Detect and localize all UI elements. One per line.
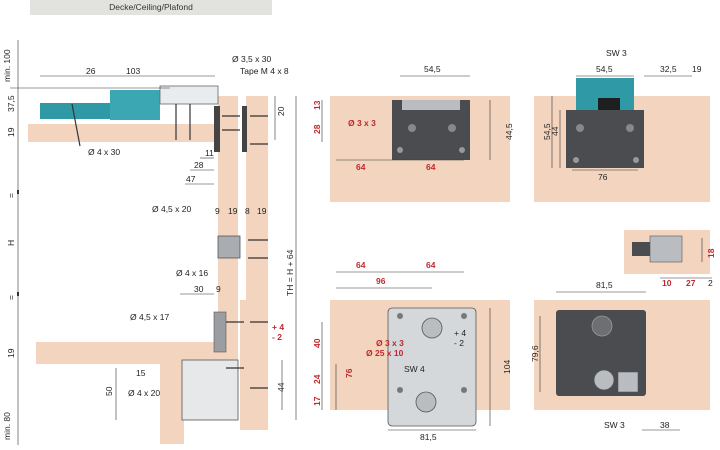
bm-phi25: Ø 25 x 10 <box>366 348 404 358</box>
label-19-top: 19 <box>6 127 16 137</box>
side-panel-top <box>218 96 238 366</box>
label-phi35: Ø 3,5 x 30 <box>232 54 271 64</box>
tr-19: 19 <box>692 64 702 74</box>
mid-right-view: 18 10 27 2 <box>624 230 716 288</box>
bm-pm4: + 4 <box>454 328 466 338</box>
br-sw3: SW 3 <box>604 420 625 430</box>
bm-76: 76 <box>344 368 354 378</box>
bm-40: 40 <box>312 338 322 348</box>
tm-28: 28 <box>312 124 322 134</box>
teal-mechanism <box>40 103 110 119</box>
tm-64b: 64 <box>426 162 436 172</box>
tm-phi33: Ø 3 x 3 <box>348 118 376 128</box>
bm-17: 17 <box>312 396 322 406</box>
bm-sw4: SW 4 <box>404 364 425 374</box>
label-min80: min. 80 <box>2 412 12 440</box>
label-375: 37,5 <box>6 95 16 112</box>
label-19b: 19 <box>228 206 238 216</box>
br-38: 38 <box>660 420 670 430</box>
grey-plate-bottom-middle <box>387 307 477 427</box>
br-815: 81,5 <box>596 280 613 290</box>
top-bracket <box>159 85 219 105</box>
label-h: H <box>6 240 16 246</box>
label-50: 50 <box>104 386 114 396</box>
tm-445: 44,5 <box>504 123 514 140</box>
bm-pm2: - 2 <box>454 338 464 348</box>
dark-strip <box>214 106 220 152</box>
mr-27: 27 <box>686 278 696 288</box>
middle-bracket <box>217 235 241 259</box>
label-103: 103 <box>126 66 140 76</box>
mr-18: 18 <box>706 248 716 258</box>
label-26: 26 <box>86 66 96 76</box>
teal-mechanism-head <box>110 90 160 120</box>
label-9: 9 <box>215 206 220 216</box>
screw-group-top <box>71 103 268 147</box>
bm-96: 96 <box>376 276 386 286</box>
label-19c: 19 <box>257 206 267 216</box>
tr-545v: 54,5 <box>542 123 552 140</box>
tm-64a: 64 <box>356 162 366 172</box>
lower-bracket <box>181 359 239 421</box>
label-11: 11 <box>205 148 214 158</box>
tm-545: 54,5 <box>424 64 441 74</box>
bm-phi33: Ø 3 x 3 <box>376 338 404 348</box>
label-15: 15 <box>136 368 146 378</box>
mr-2: 2 <box>708 278 713 288</box>
label-28: 28 <box>194 160 204 170</box>
tr-sw3: SW 3 <box>606 48 627 58</box>
label-eq2: = <box>6 295 16 300</box>
label-th: TH = H + 64 <box>285 249 295 296</box>
page-title: Decke/Ceiling/Plafond <box>30 0 272 15</box>
label-phi4520: Ø 4,5 x 20 <box>152 204 191 214</box>
label-30: 30 <box>194 284 204 294</box>
label-phi416: Ø 4 x 16 <box>176 268 208 278</box>
dark-plate-top-right <box>566 110 644 168</box>
dark-strip-2 <box>242 106 247 152</box>
bottom-middle-view: 64 64 96 40 24 17 76 Ø 3 x 3 Ø 25 x 10 S… <box>312 260 512 442</box>
bm-815: 81,5 <box>420 432 437 442</box>
label-19-bottom: 19 <box>6 348 16 358</box>
label-44: 44 <box>276 382 286 392</box>
top-right-view: SW 3 54,5 32,5 19 54,5 44 76 <box>534 48 710 202</box>
label-min100: min. 100 <box>2 49 12 82</box>
label-20: 20 <box>276 106 286 116</box>
ceiling-board <box>28 124 218 142</box>
top-middle-view: 54,5 13 28 Ø 3 x 3 44,5 64 64 <box>312 64 514 202</box>
bottom-right-view: 81,5 79,6 SW 3 38 <box>530 280 710 431</box>
label-phi420: Ø 4 x 20 <box>128 388 160 398</box>
tr-325: 32,5 <box>660 64 677 74</box>
bm-64a: 64 <box>356 260 366 270</box>
label-tape: Tape M 4 x 8 <box>240 66 289 76</box>
label-9b: 9 <box>216 284 221 294</box>
label-phi4517: Ø 4,5 x 17 <box>130 312 169 322</box>
left-section-drawing: min. 100 37,5 19 = H = 19 min. 80 TH = H… <box>2 40 297 445</box>
bm-24: 24 <box>312 374 322 384</box>
label-phi430: Ø 4 x 30 <box>88 147 120 157</box>
tm-13: 13 <box>312 100 322 110</box>
label-pm4: + 4 <box>272 322 284 332</box>
bm-104: 104 <box>502 360 512 374</box>
tr-44: 44 <box>550 126 560 136</box>
label-8: 8 <box>245 206 250 216</box>
screw-group-bottom <box>226 321 268 389</box>
label-eq1: = <box>6 193 16 198</box>
tr-76: 76 <box>598 172 608 182</box>
lower-panel <box>160 364 184 444</box>
label-47: 47 <box>186 174 196 184</box>
mr-10: 10 <box>662 278 672 288</box>
lower-door <box>240 300 268 430</box>
bm-64b: 64 <box>426 260 436 270</box>
tr-545: 54,5 <box>596 64 613 74</box>
label-pm2: - 2 <box>272 332 282 342</box>
br-796: 79,6 <box>530 345 540 362</box>
bottom-shelf <box>36 342 218 364</box>
